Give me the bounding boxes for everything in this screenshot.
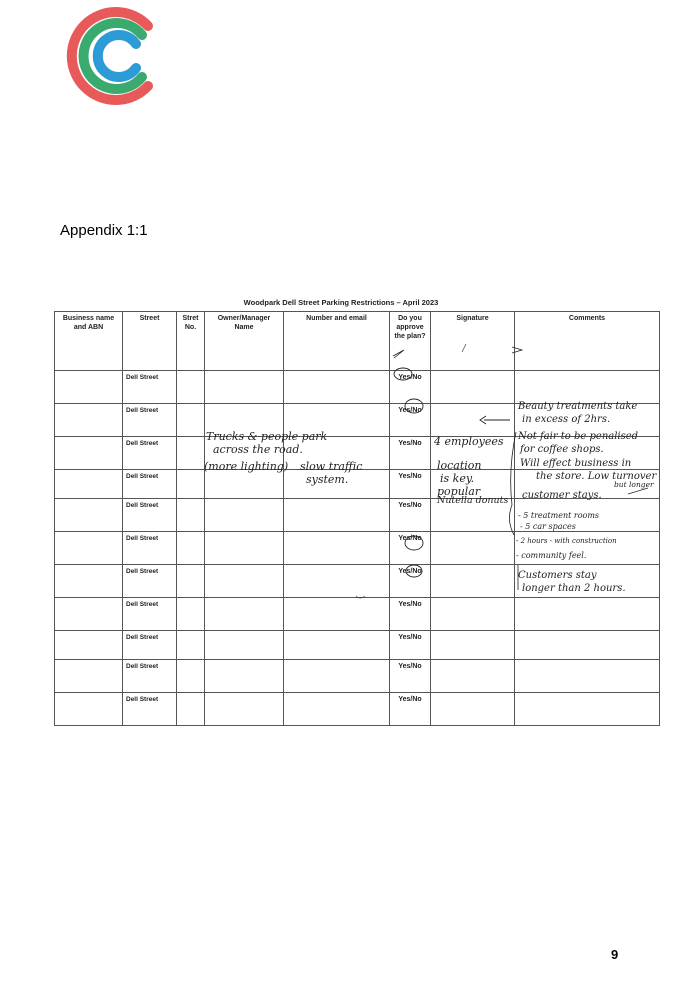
handwriting-number-1: slow traffic <box>300 460 363 473</box>
table-row: Dell Street Yes/No <box>54 597 660 631</box>
handwriting-signature-5: Nutella donuts <box>437 495 509 506</box>
street-cell: Dell Street <box>122 436 177 470</box>
table-row: Dell Street Yes/No <box>54 659 660 693</box>
table-row: Dell Street Yes/No <box>54 692 660 726</box>
table-row: Dell Street Yes/No <box>54 469 660 499</box>
street-cell: Dell Street <box>122 659 177 693</box>
handwriting-comment-5b: - 5 car spaces <box>520 522 576 531</box>
street-cell: Dell Street <box>122 692 177 726</box>
handwriting-signature-1: 4 employees <box>434 435 504 448</box>
street-cell: Dell Street <box>122 498 177 532</box>
table-row: Dell Street Yes/No <box>54 630 660 660</box>
form-title: Woodpark Dell Street Parking Restriction… <box>243 298 439 307</box>
table-row: Dell Street Yes/No <box>54 403 660 437</box>
approve-cell: Yes/No <box>389 597 431 631</box>
approve-cell: Yes/No <box>389 498 431 532</box>
street-cell: Dell Street <box>122 370 177 404</box>
table-row: Dell Street Yes/No <box>54 498 660 532</box>
table-row: Dell Street Yes/No <box>54 436 660 470</box>
handwriting-comment-7b: longer than 2 hours. <box>522 583 626 594</box>
handwriting-comment-2b: for coffee shops. <box>520 444 604 455</box>
handwriting-comment-7a: Customers stay <box>518 570 597 581</box>
header-street-no: Stret No. <box>176 311 205 371</box>
handwriting-signature-4: popular <box>437 485 481 498</box>
approve-cell: Yes/No <box>389 436 431 470</box>
header-row: Business name and ABN Street Stret No. O… <box>54 311 660 371</box>
approve-cell: Yes/No <box>389 370 431 404</box>
header-owner: Owner/Manager Name <box>204 311 284 371</box>
parking-restrictions-form: Business name and ABN Street Stret No. O… <box>54 311 660 726</box>
company-logo <box>66 7 153 105</box>
appendix-heading: Appendix 1:1 <box>60 222 148 239</box>
handwriting-owner-3: (more lighting) <box>204 460 289 473</box>
handwriting-comment-4: customer stays. <box>522 490 602 501</box>
approve-cell: Yes/No <box>389 630 431 660</box>
handwriting-number-2: system. <box>306 473 349 486</box>
header-signature: Signature <box>430 311 515 371</box>
handwriting-owner-2: across the road. <box>213 443 303 456</box>
header-number-email: Number and email <box>283 311 390 371</box>
handwriting-comment-5a: - 5 treatment rooms <box>518 511 600 520</box>
street-cell: Dell Street <box>122 531 177 565</box>
street-cell: Dell Street <box>122 597 177 631</box>
handwriting-owner-1: Trucks & people park <box>206 430 328 443</box>
handwriting-comment-3c: but longer <box>614 480 654 489</box>
page-number: 9 <box>611 947 619 962</box>
handwriting-comment-2a: Not fair to be penalised <box>518 431 639 442</box>
header-business: Business name and ABN <box>54 311 123 371</box>
handwriting-signature-3: is key. <box>440 472 475 485</box>
approve-cell: Yes/No <box>389 564 431 598</box>
table-row: Dell Street Yes/No <box>54 564 660 598</box>
street-cell: Dell Street <box>122 469 177 499</box>
street-cell: Dell Street <box>122 403 177 437</box>
handwriting-comment-1b: in excess of 2hrs. <box>522 414 611 425</box>
header-approve: Do you approve the plan? <box>389 311 431 371</box>
approve-cell: Yes/No <box>389 469 431 499</box>
street-cell: Dell Street <box>122 630 177 660</box>
approve-cell: Yes/No <box>389 692 431 726</box>
handwriting-comment-3b: the store. Low turnover <box>536 471 657 482</box>
handwriting-comment-6a: - 2 hours - with construction <box>516 537 617 545</box>
approve-cell: Yes/No <box>389 659 431 693</box>
header-street: Street <box>122 311 177 371</box>
street-cell: Dell Street <box>122 564 177 598</box>
handwriting-comment-3a: Will effect business in <box>520 458 632 469</box>
header-comments: Comments <box>514 311 660 371</box>
handwriting-signature-2: location <box>437 459 482 472</box>
approve-cell: Yes/No <box>389 531 431 565</box>
handwriting-comment-1a: Beauty treatments take <box>518 401 638 412</box>
handwriting-comment-6b: - community feel. <box>516 551 587 560</box>
approve-cell: Yes/No <box>389 403 431 437</box>
table-row: Dell Street Yes/No <box>54 370 660 404</box>
